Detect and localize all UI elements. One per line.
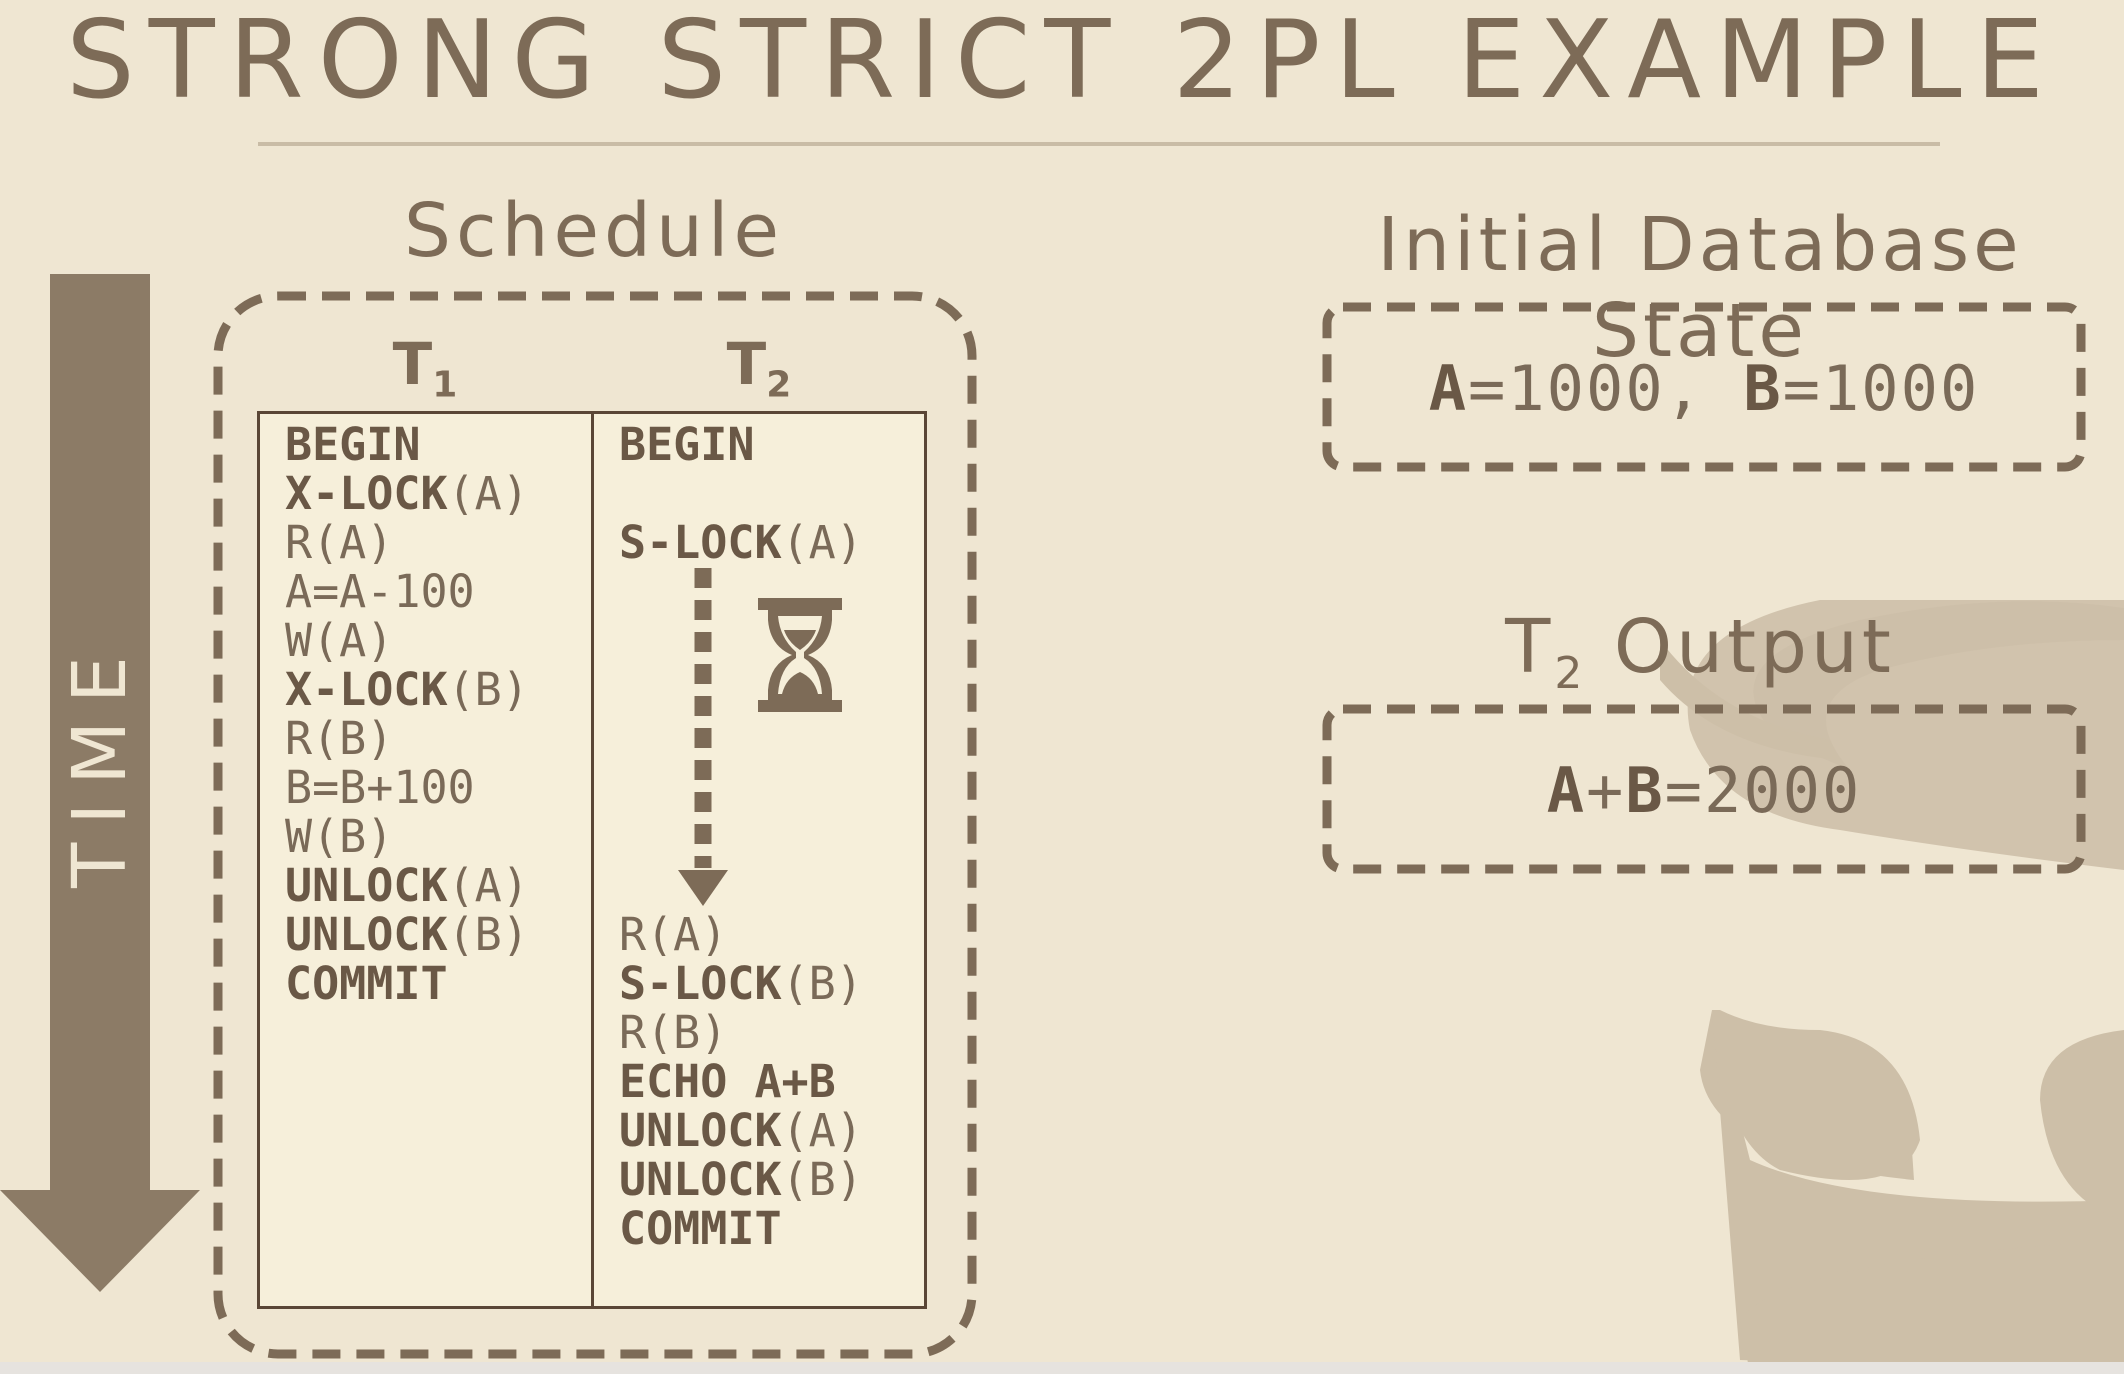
t1-operation: X-LOCK(A) <box>285 467 529 520</box>
database-decoration-icon <box>1660 600 2124 1374</box>
t1-operation: W(B) <box>285 810 394 863</box>
t1-column-header: T1 <box>392 330 458 406</box>
schedule-dashed-frame <box>213 291 977 1359</box>
t2-output-value: A+B=2000 <box>1546 754 1862 827</box>
t1-operation: A=A-100 <box>285 565 475 618</box>
t2-operation: BEGIN <box>619 418 755 471</box>
t2-operation: ECHO A+B <box>619 1055 836 1108</box>
t1-operation: COMMIT <box>285 957 448 1010</box>
t2-operation: R(A) <box>619 908 728 961</box>
bottom-strip <box>0 1362 2124 1374</box>
time-arrow-icon <box>0 274 200 1292</box>
t2-operation: COMMIT <box>619 1202 782 1255</box>
column-divider <box>591 411 594 1309</box>
t2-operation: S-LOCK(B) <box>619 957 863 1010</box>
t1-operation: R(B) <box>285 712 394 765</box>
slide-title: STRONG STRICT 2PL EXAMPLE <box>66 0 2058 123</box>
t1-operation: BEGIN <box>285 418 421 471</box>
schedule-heading: Schedule <box>403 188 785 274</box>
t2-output-heading: T2 Output <box>1505 604 1895 699</box>
t1-operation: B=B+100 <box>285 761 475 814</box>
t2-operation: S-LOCK(A) <box>619 516 863 569</box>
t1-operation: W(A) <box>285 614 394 667</box>
wait-arrow-icon <box>678 568 728 906</box>
t1-operation: UNLOCK(B) <box>285 908 529 961</box>
t1-operation: UNLOCK(A) <box>285 859 529 912</box>
t2-column-header: T2 <box>726 330 792 406</box>
hourglass-icon <box>758 598 842 712</box>
t2-operation: UNLOCK(B) <box>619 1153 863 1206</box>
t1-operation: X-LOCK(B) <box>285 663 529 716</box>
initial-state-values: A=1000, B=1000 <box>1428 352 1980 425</box>
t2-operation: UNLOCK(A) <box>619 1104 863 1157</box>
t2-operation: R(B) <box>619 1006 728 1059</box>
time-label: TIME <box>57 638 143 888</box>
initial-state-heading: Initial Database State <box>1377 202 2023 374</box>
initial-state-box <box>1322 302 2086 472</box>
t2-output-box <box>1322 704 2086 874</box>
t1-operation: R(A) <box>285 516 394 569</box>
title-divider <box>258 142 1940 146</box>
